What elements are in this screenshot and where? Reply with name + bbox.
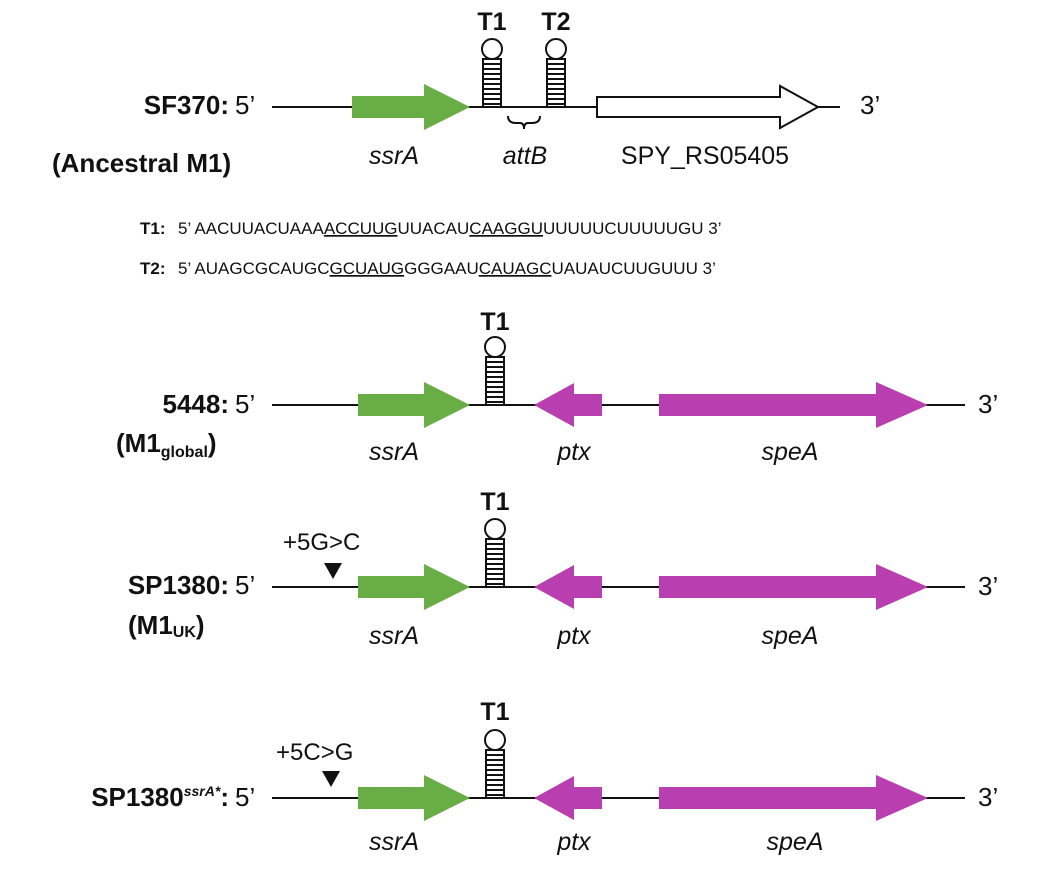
gene-label-ptx: ptx bbox=[556, 438, 592, 466]
strain-label-sf370: SF370: bbox=[144, 90, 229, 120]
site-label-attb: attB bbox=[503, 142, 547, 170]
gene-label-spy-rs05405: SPY_RS05405 bbox=[621, 142, 789, 170]
gene-label-ssra: ssrA bbox=[369, 142, 419, 170]
gene-label-spea: speA bbox=[762, 622, 819, 650]
mutation-label: +5G>C bbox=[283, 529, 360, 556]
seq-t1: 5’ AACUUACUAAAACCUUGUUACAUCAAGGUUUUUUCUU… bbox=[178, 219, 722, 238]
ssra-gene-arrow bbox=[358, 382, 470, 428]
spea-gene-arrow bbox=[659, 564, 928, 610]
terminator-t1-hairpin bbox=[484, 336, 506, 406]
spea-gene-arrow bbox=[659, 775, 928, 821]
terminator-t1-hairpin bbox=[481, 38, 503, 108]
strain-label-5448: 5448: bbox=[163, 389, 230, 419]
seq-label-t2: T2: bbox=[140, 259, 166, 278]
three-prime-label: 3’ bbox=[860, 90, 880, 120]
ssra-gene-arrow bbox=[358, 775, 470, 821]
gene-label-ssra: ssrA bbox=[369, 828, 419, 856]
five-prime-label: 5’ bbox=[235, 782, 255, 812]
strain-subtitle: (Ancestral M1) bbox=[52, 148, 231, 178]
attb-bracket bbox=[507, 115, 541, 130]
gene-label-ssra: ssrA bbox=[369, 438, 419, 466]
ptx-gene-arrow bbox=[534, 383, 602, 427]
strain-subtitle: (M1global) bbox=[116, 428, 217, 461]
row-5448: 5448: 5’ (M1global) 3’ T1 ssrA ptx speA bbox=[116, 308, 998, 466]
five-prime-label: 5’ bbox=[235, 90, 255, 120]
ssra-gene-arrow bbox=[352, 84, 470, 130]
five-prime-label: 5’ bbox=[235, 389, 255, 419]
terminator-t1-label: T1 bbox=[477, 8, 506, 36]
three-prime-label: 3’ bbox=[978, 571, 998, 601]
gene-label-ssra: ssrA bbox=[369, 622, 419, 650]
terminator-t1-hairpin bbox=[484, 518, 506, 588]
terminator-t2-label: T2 bbox=[541, 8, 570, 36]
row-sf370: SF370: 5’ (Ancestral M1) 3’ T1 T2 ssrA a… bbox=[52, 8, 880, 178]
five-prime-label: 5’ bbox=[235, 570, 255, 600]
ptx-gene-arrow bbox=[534, 565, 602, 609]
three-prime-label: 3’ bbox=[978, 389, 998, 419]
gene-label-spea: speA bbox=[767, 828, 824, 856]
terminator-t1-label: T1 bbox=[480, 308, 509, 336]
mutation-label: +5C>G bbox=[276, 739, 353, 766]
gene-label-spea: speA bbox=[762, 438, 819, 466]
row-sp1380: SP1380: 5’ (M1UK) +5G>C 3’ T1 ssrA ptx s… bbox=[128, 488, 998, 650]
row-sp1380-ssra-star: SP1380ssrA*: 5’ +5C>G 3’ T1 ssrA ptx spe… bbox=[91, 698, 998, 856]
gene-label-ptx: ptx bbox=[556, 828, 592, 856]
spea-gene-arrow bbox=[659, 382, 928, 428]
terminator-t2-hairpin bbox=[545, 38, 567, 108]
strain-label-sp1380-ssra-star: SP1380ssrA*: bbox=[91, 782, 229, 812]
seq-label-t1: T1: bbox=[140, 219, 166, 238]
terminator-sequences: T1: 5’ AACUUACUAAAACCUUGUUACAUCAAGGUUUUU… bbox=[140, 219, 722, 278]
strain-label-sp1380: SP1380: bbox=[128, 570, 229, 600]
seq-t2: 5’ AUAGCGCAUGCGCUAUGGGGAAUCAUAGCUAUAUCUU… bbox=[178, 259, 716, 278]
gene-label-ptx: ptx bbox=[556, 622, 592, 650]
ptx-gene-arrow bbox=[534, 776, 602, 820]
ssra-gene-arrow bbox=[358, 564, 470, 610]
terminator-t1-label: T1 bbox=[480, 488, 509, 516]
terminator-t1-label: T1 bbox=[480, 698, 509, 726]
terminator-t1-hairpin bbox=[484, 729, 506, 799]
mutation-triangle-marker bbox=[324, 563, 342, 579]
strain-subtitle: (M1UK) bbox=[128, 610, 205, 641]
three-prime-label: 3’ bbox=[978, 782, 998, 812]
spy-rs05405-gene-arrow bbox=[596, 84, 821, 130]
mutation-triangle-marker bbox=[322, 771, 340, 787]
